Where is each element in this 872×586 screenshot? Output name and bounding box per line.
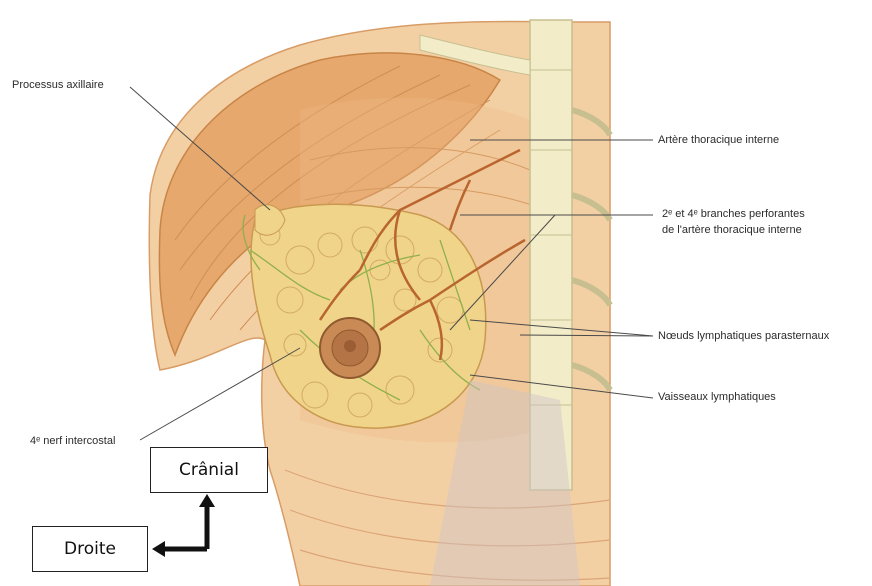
label-branches-perforantes-line2: de l'artère thoracique interne: [662, 223, 802, 237]
label-vaisseaux-lymphatiques: Vaisseaux lymphatiques: [658, 390, 776, 404]
label-nerf-intercostal: 4ᵉ nerf intercostal: [30, 434, 115, 448]
label-noeuds-lymphatiques: Nœuds lymphatiques parasternaux: [658, 329, 829, 343]
cranial-label: Crânial: [150, 447, 268, 493]
areola: [320, 318, 380, 378]
droite-label: Droite: [32, 526, 148, 572]
label-processus-axillaire: Processus axillaire: [12, 78, 104, 92]
label-artere-thoracique-interne: Artère thoracique interne: [658, 133, 779, 147]
label-branches-perforantes-line1: 2ᵉ et 4ᵉ branches perforantes: [662, 207, 805, 221]
